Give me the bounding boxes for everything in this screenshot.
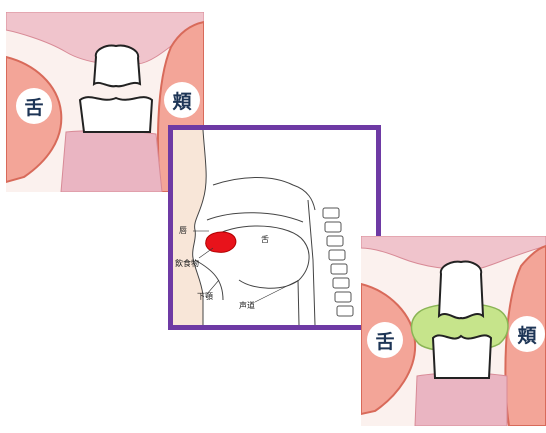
teeth-cross-section-bottom: 舌 頬	[361, 236, 546, 426]
tongue-label: 舌	[16, 88, 52, 124]
label-food-bolus: 飲食物	[175, 260, 199, 268]
label-lower-jaw: 下顎	[197, 293, 213, 301]
cheek-label: 頬	[164, 82, 200, 118]
label-tongue: 舌	[261, 236, 269, 244]
label-lip: 唇	[179, 227, 187, 235]
tongue-label: 舌	[367, 322, 403, 358]
label-larynx: 声道	[239, 302, 255, 310]
head-cross-section: 唇 舌 飲食物 下顎 声道	[168, 125, 381, 330]
cheek-label: 頬	[509, 316, 545, 352]
